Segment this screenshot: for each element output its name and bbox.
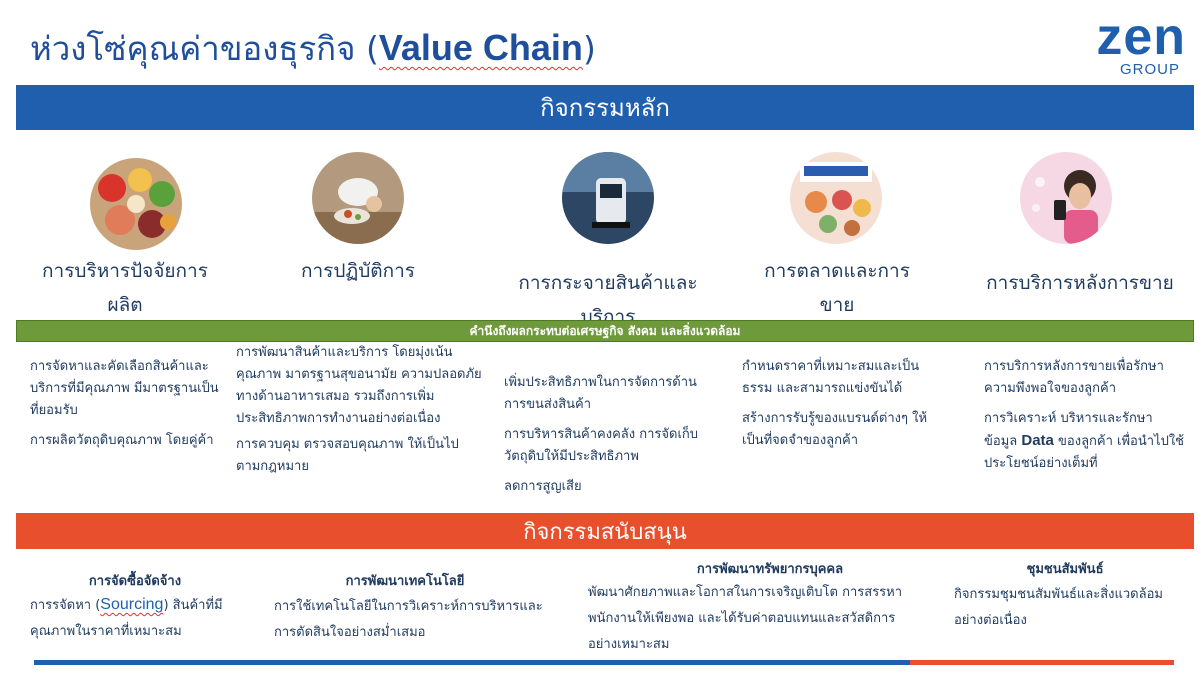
- bottom-divider-red: [910, 660, 1174, 665]
- description-text-part: ของลูกค้า เพื่อนำไปใช้ประโยชน์อย่างเต็มท…: [984, 434, 1184, 471]
- bottom-divider-blue: [34, 660, 910, 665]
- description-text: การพัฒนาสินค้าและบริการ โดยมุ่งเน้นคุณภา…: [236, 345, 482, 426]
- description-text: สร้างการรับรู้ของแบรนด์ต่างๆ ให้เป็นที่จ…: [742, 411, 928, 448]
- support-title-procurement: การจัดซื้อจัดจ้าง: [88, 574, 182, 589]
- title-english: Value Chain: [378, 27, 583, 68]
- support-text-human-resources: พัฒนาศักยภาพและโอกาสในการเจริญเติบโต การ…: [588, 585, 903, 652]
- customer-phone-photo-icon: [1020, 152, 1112, 244]
- impact-consideration-label: คำนึงถึงผลกระทบต่อเศรษฐกิจ สังคม และสิ่ง…: [469, 323, 741, 338]
- support-title-technology: การพัฒนาเทคโนโลยี: [345, 574, 465, 589]
- logo-subtitle: GROUP: [1119, 61, 1180, 78]
- description-text: การควบคุม ตรวจสอบคุณภาพ ให้เป็นไปตามกฎหม…: [236, 437, 459, 474]
- data-keyword: Data: [1021, 432, 1054, 449]
- category-title-marketing-sales: การตลาดและการขาย: [764, 260, 910, 316]
- chef-cooking-photo-icon: [312, 152, 404, 244]
- category-title-operations: การปฏิบัติการ: [301, 260, 415, 282]
- zen-group-logo: zen GROUP: [1066, 8, 1186, 78]
- description-text: การวิเคราะห์ บริหารและรักษาข้อมูล Data ข…: [984, 408, 1184, 475]
- category-title-production-inputs: การบริหารปัจจัยการผลิต: [42, 260, 208, 316]
- delivery-robot-photo-icon: [562, 152, 654, 244]
- logo-wordmark: zen: [1096, 8, 1186, 66]
- primary-activities-band: กิจกรรมหลัก: [16, 85, 1194, 130]
- description-text: การบริหารสินค้าคงคลัง การจัดเก็บวัตถุดิบ…: [504, 427, 699, 464]
- description-text: การบริการหลังการขายเพื่อรักษาความพึงพอใจ…: [984, 359, 1164, 396]
- support-activities-band: กิจกรรมสนับสนุน: [16, 513, 1194, 549]
- primary-activities-label: กิจกรรมหลัก: [540, 94, 670, 122]
- description-distribution: เพิ่มประสิทธิภาพในการจัดการด้านการขนส่งส…: [504, 372, 714, 506]
- description-operations: การพัฒนาสินค้าและบริการ โดยมุ่งเน้นคุณภา…: [236, 342, 482, 486]
- description-text: การผลิตวัตถุดิบคุณภาพ โดยคู่ค้า: [30, 433, 214, 448]
- impact-consideration-band: คำนึงถึงผลกระทบต่อเศรษฐกิจ สังคม และสิ่ง…: [16, 320, 1194, 342]
- description-text: เพิ่มประสิทธิภาพในการจัดการด้านการขนส่งส…: [504, 375, 697, 412]
- description-text: กำหนดราคาที่เหมาะสมและเป็นธรรม และสามารถ…: [742, 359, 920, 396]
- support-text-technology: การใช้เทคโนโลยีในการวิเคราะห์การบริหารแล…: [274, 599, 543, 640]
- description-production-inputs: การจัดหาและคัดเลือกสินค้าและบริการที่มีค…: [30, 356, 220, 460]
- support-text-community-relations: กิจกรรมชุมชนสัมพันธ์และสิ่งแวดล้อมอย่างต…: [954, 587, 1163, 628]
- description-after-sales: การบริการหลังการขายเพื่อรักษาความพึงพอใจ…: [984, 356, 1184, 483]
- promotion-poster-photo-icon: [790, 152, 882, 244]
- title-close-paren: ): [582, 29, 596, 68]
- description-text: การจัดหาและคัดเลือกสินค้าและบริการที่มีค…: [30, 359, 219, 418]
- support-text-part: การรจัดหา (: [30, 598, 101, 613]
- support-text-part: ) สินค้าที่มีคุณภาพในราคาที่เหมาะสม: [30, 598, 223, 639]
- support-title-community-relations: ชุมชนสัมพันธ์: [1026, 562, 1104, 577]
- sourcing-keyword: Sourcing: [100, 596, 164, 613]
- page-title: ห่วงโซ่คุณค่าของธุรกิจ (Value Chain): [30, 22, 596, 75]
- support-title-human-resources: การพัฒนาทรัพยากรบุคคล: [696, 562, 844, 577]
- description-marketing-sales: กำหนดราคาที่เหมาะสมและเป็นธรรม และสามารถ…: [742, 356, 937, 460]
- support-text-procurement: การรจัดหา (Sourcing) สินค้าที่มีคุณภาพใน…: [30, 592, 245, 645]
- description-text-part: การวิเคราะห์ บริหารและรักษาข้อมูล: [984, 411, 1153, 449]
- title-thai: ห่วงโซ่คุณค่าของธุรกิจ (: [30, 29, 379, 68]
- support-activities-label: กิจกรรมสนับสนุน: [523, 519, 687, 545]
- food-ingredients-photo-icon: [90, 158, 182, 250]
- category-title-after-sales: การบริการหลังการขาย: [986, 272, 1174, 294]
- description-text: ลดการสูญเสีย: [504, 479, 582, 494]
